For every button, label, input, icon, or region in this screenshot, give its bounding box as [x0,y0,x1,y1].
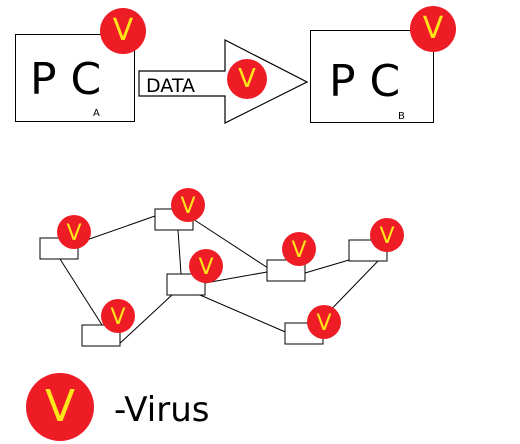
virus-icon-data: V [227,59,267,99]
virus-icon-pc-b: V [410,6,456,52]
pc-b-label: P C [329,56,401,107]
virus-icon-bottom-right: V [307,305,341,339]
virus-icon-mid-right: V [282,232,316,266]
network-edge-n5-n6 [304,259,350,274]
network-edge-n1-n2 [77,215,156,244]
pc-b-sublabel: B [398,111,405,122]
pc-a-sublabel: A [93,108,100,119]
data-arrow-label: DATA [146,75,195,97]
virus-icon-left: V [57,215,91,249]
svg-text:V: V [66,221,81,246]
svg-text:V: V [379,224,394,249]
network-edge-n2-n3 [177,229,182,275]
data-arrow-shape [138,39,309,124]
svg-text:V: V [316,311,331,336]
svg-text:V: V [180,194,195,219]
network-edge-n3-n4 [116,294,173,347]
virus-icon-top-right: V [370,218,404,252]
svg-text:V: V [198,255,213,280]
virus-icon-center: V [189,249,223,283]
network-edge-n3-n7 [199,294,291,335]
virus-icon-bottom-left: V [101,299,135,333]
pc-b-box [310,30,434,123]
virus-icon-top-center: V [171,188,205,222]
legend-label: -Virus [114,390,210,430]
virus-icon-pc-a: V [100,8,146,54]
legend-virus-icon: V [26,373,94,441]
network-edge-n1-n4 [59,258,103,326]
svg-text:V: V [291,238,306,263]
svg-text:V: V [110,305,125,330]
network-edge-n2-n5 [192,218,269,269]
network-edge-n3-n5 [204,271,268,284]
pc-a-label: P C [30,54,102,105]
